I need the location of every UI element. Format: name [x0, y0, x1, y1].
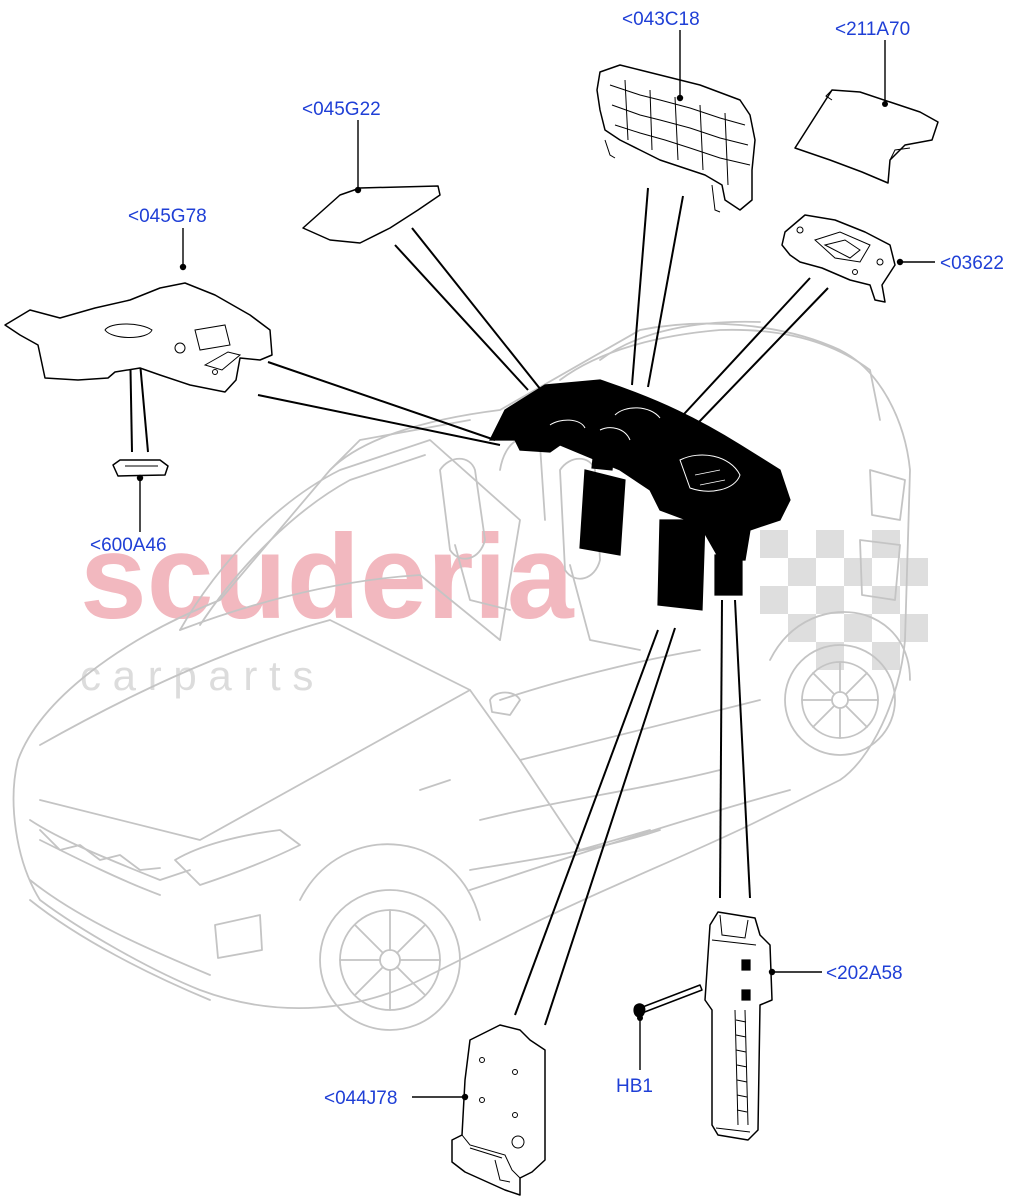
vehicle-outline: [12, 320, 911, 1031]
callout-202A58[interactable]: <202A58: [826, 963, 903, 984]
part-202A58[interactable]: [704, 911, 776, 1141]
part-03622[interactable]: [781, 214, 904, 303]
part-045G78[interactable]: [4, 263, 273, 393]
callout-leaders: [139, 30, 935, 1098]
assembly-leader-lines: [129, 187, 829, 1026]
callout-044J78[interactable]: <044J78: [324, 1088, 397, 1109]
part-045G22[interactable]: [302, 185, 441, 244]
callout-043C18[interactable]: <043C18: [622, 9, 700, 30]
callout-211A70[interactable]: <211A70: [835, 19, 910, 40]
part-043C18[interactable]: [596, 64, 756, 213]
part-HB1[interactable]: [633, 984, 703, 1021]
watermark-brand: scuderia: [80, 510, 575, 644]
callout-600A46[interactable]: <600A46: [90, 535, 167, 556]
watermark: scuderia c a r p a r t s: [80, 510, 928, 699]
rollover-protection-assembly: [489, 379, 791, 611]
callout-HB1[interactable]: HB1: [616, 1076, 653, 1097]
watermark-tagline: c a r p a r t s: [80, 652, 313, 699]
callout-045G22[interactable]: <045G22: [302, 99, 381, 120]
part-600A46[interactable]: [112, 459, 169, 482]
part-044J78[interactable]: [451, 1024, 546, 1196]
part-211A70[interactable]: [794, 89, 939, 184]
callout-03622[interactable]: <03622: [940, 253, 1004, 274]
callout-045G78[interactable]: <045G78: [128, 206, 207, 227]
callout-labels: <043C18 <211A70 <045G22 <045G78 <03622 <…: [90, 9, 1004, 1109]
